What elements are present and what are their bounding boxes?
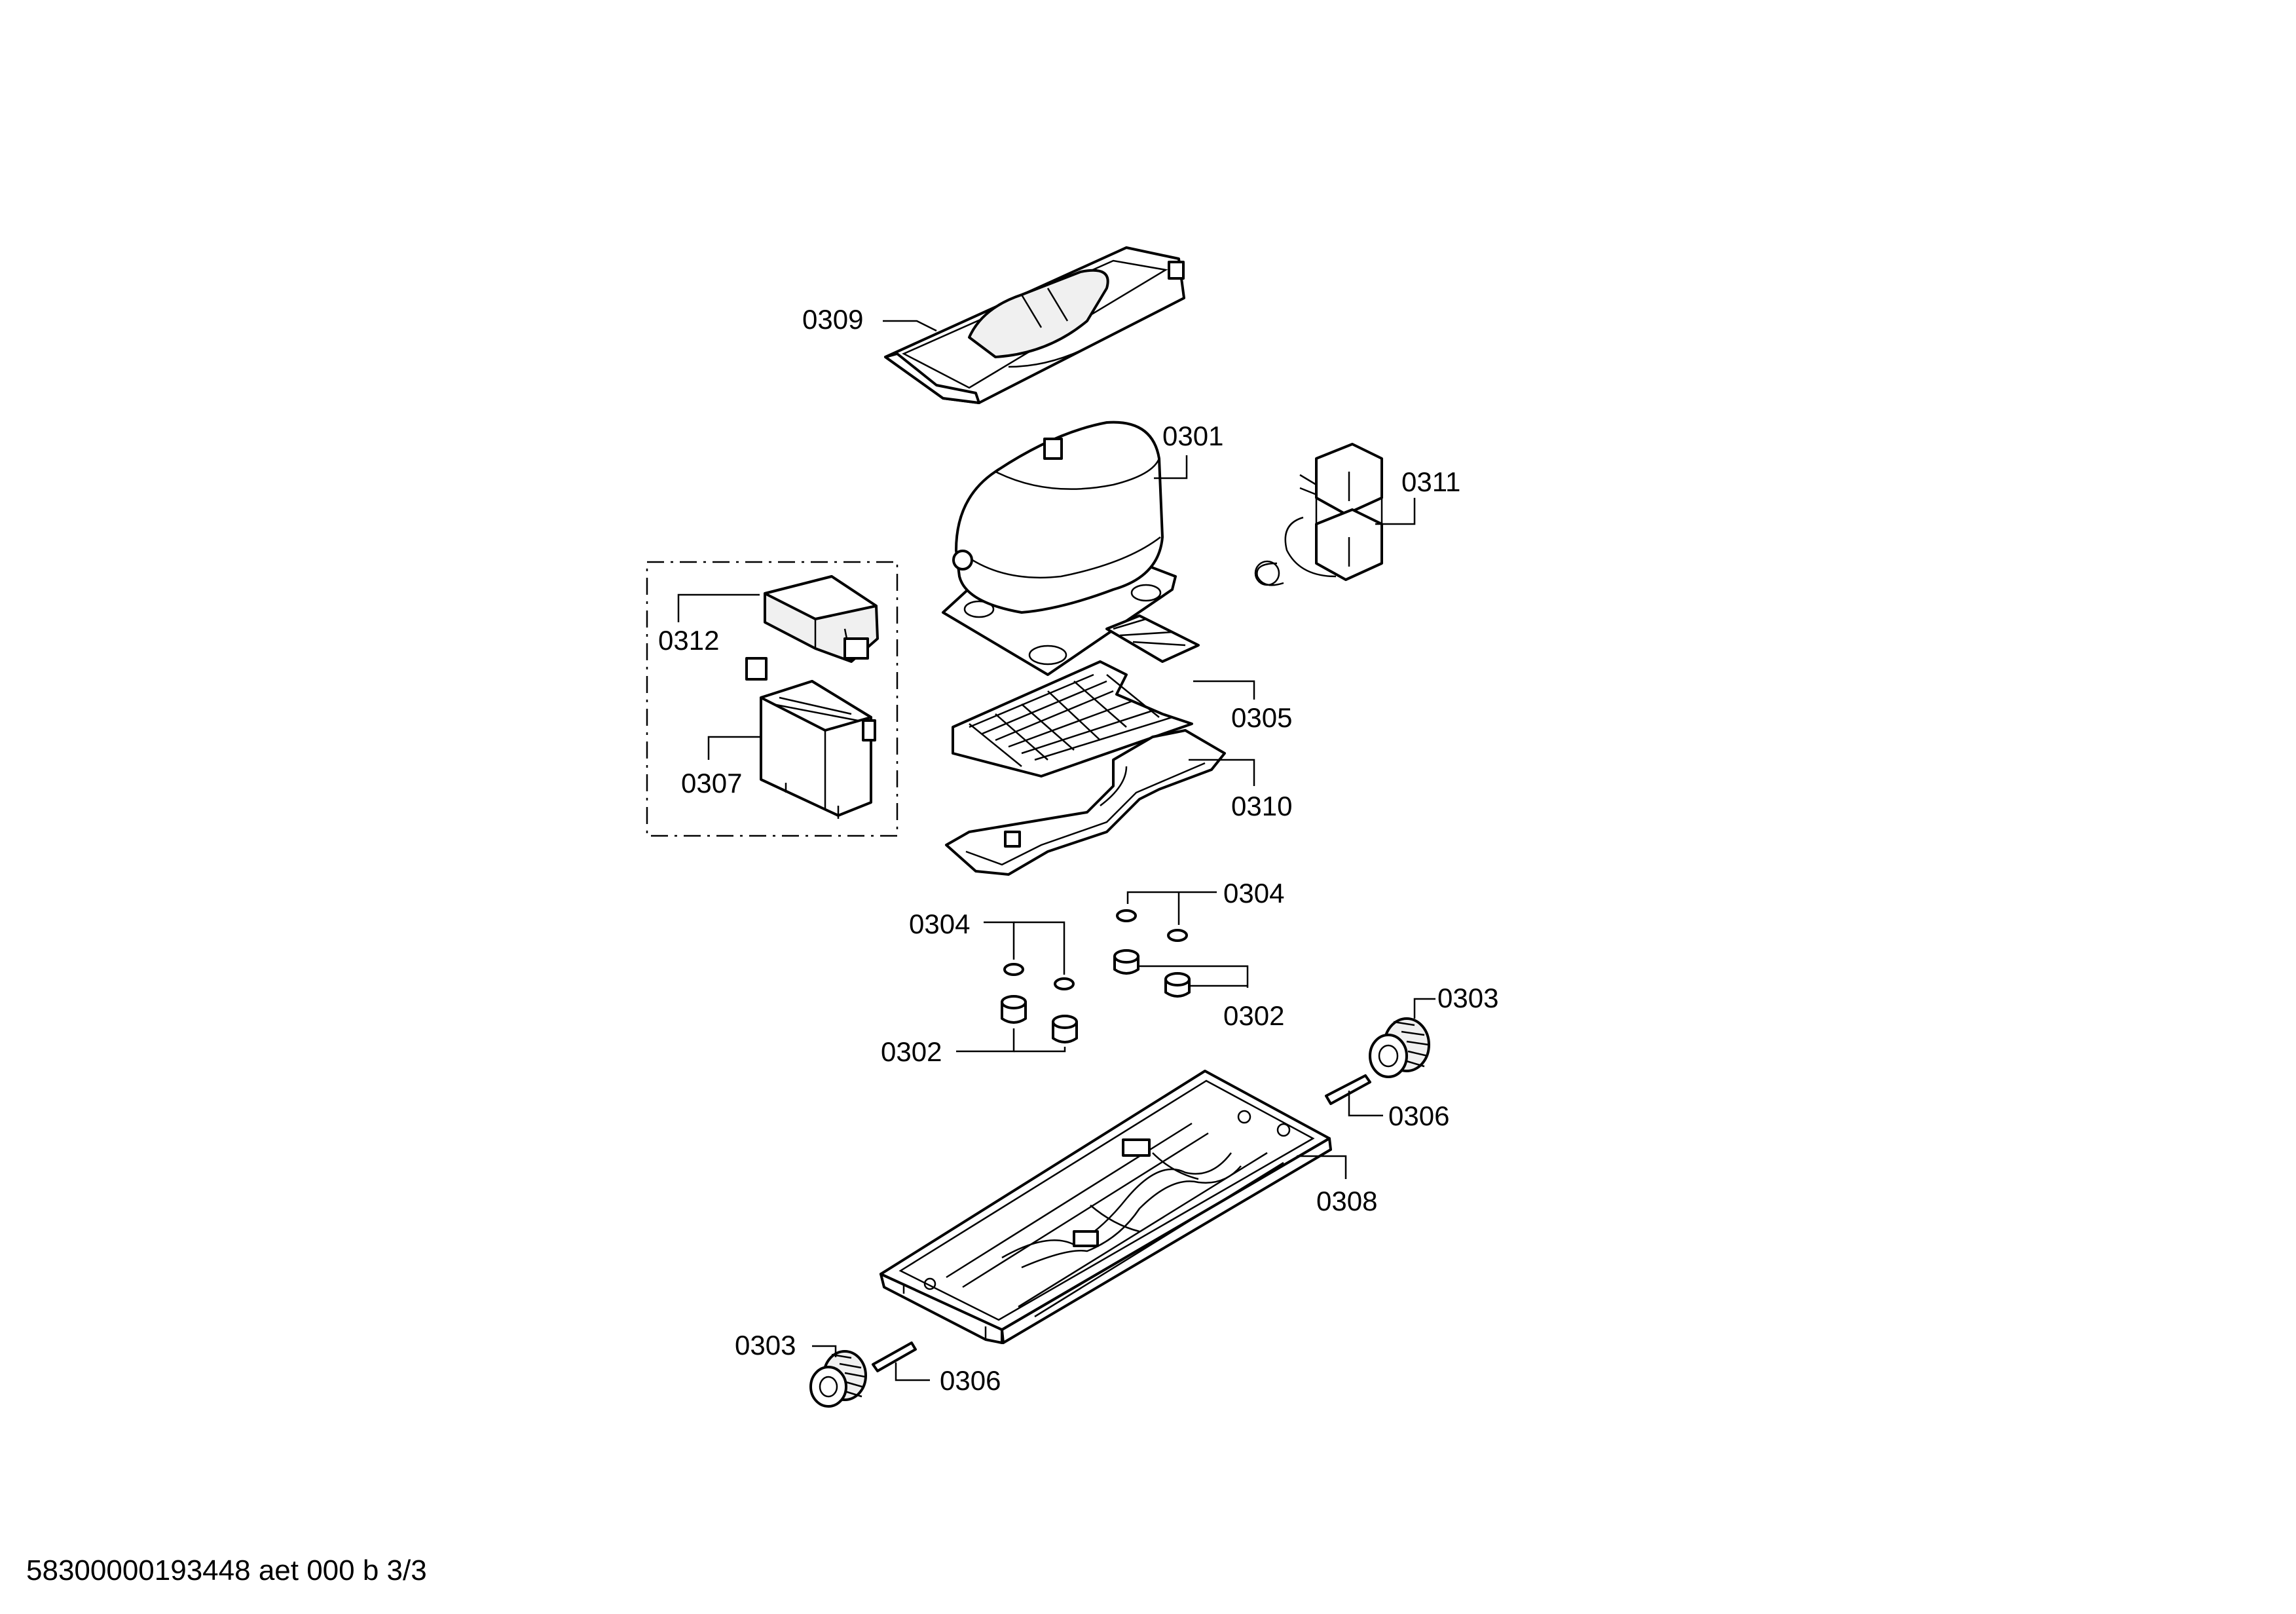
- part-0311-relay-assembly: [1254, 443, 1383, 586]
- part-0303-wheel-lower: [809, 1350, 867, 1408]
- label-0310: 0310: [1231, 791, 1292, 821]
- label-0308: 0308: [1316, 1186, 1377, 1216]
- part-0312-electronics-cover: [764, 575, 879, 663]
- label-0304-right: 0304: [1223, 878, 1284, 909]
- part-0308-chassis-frame: [880, 1070, 1332, 1344]
- label-0302-right: 0302: [1223, 1000, 1284, 1031]
- label-0306-upper: 0306: [1388, 1100, 1449, 1131]
- part-0309-cover-tray: [884, 246, 1185, 404]
- label-0306-lower: 0306: [940, 1365, 1001, 1396]
- label-0304-left: 0304: [909, 909, 970, 939]
- part-0310-base-plate: [945, 729, 1226, 876]
- part-0306-axle-lower: [872, 1342, 917, 1372]
- part-0305-grid-mat: [952, 614, 1200, 778]
- label-0303-upper: 0303: [1437, 983, 1498, 1013]
- label-0305: 0305: [1231, 702, 1292, 733]
- label-0307: 0307: [681, 768, 742, 798]
- label-0301: 0301: [1162, 421, 1223, 451]
- part-0302-rubber-feet: [1001, 949, 1191, 1043]
- part-0301-compressor: [942, 421, 1177, 676]
- part-0307-electronics-module: [745, 657, 876, 819]
- part-0303-wheel-upper: [1369, 1017, 1430, 1078]
- label-0312: 0312: [658, 625, 719, 656]
- label-0311: 0311: [1401, 466, 1460, 497]
- document-footer-code: 58300000193448 aet 000 b 3/3: [26, 1554, 427, 1586]
- part-0306-axle-upper: [1325, 1074, 1371, 1105]
- label-0302-left: 0302: [881, 1036, 942, 1067]
- part-0304-grommets: [1003, 909, 1188, 990]
- label-0309: 0309: [802, 304, 863, 335]
- label-0303-lower: 0303: [735, 1330, 796, 1361]
